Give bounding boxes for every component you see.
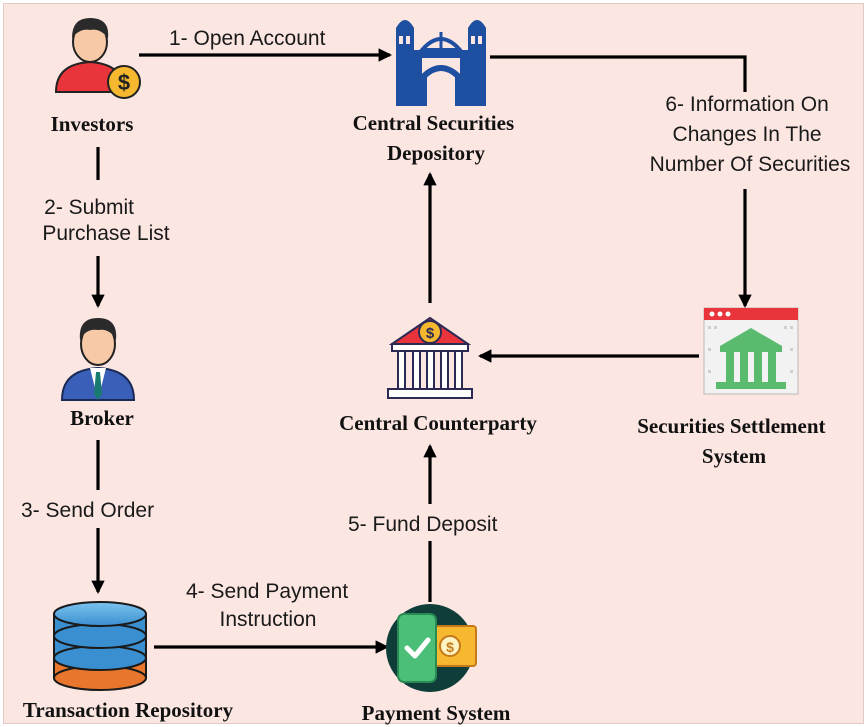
- label-fund-deposit: 5- Fund Deposit: [348, 513, 498, 536]
- node-ccp-title: Central Counterparty: [339, 411, 537, 435]
- label-send-payment: 4- Send Payment Instruction: [186, 580, 354, 631]
- node-sss-title: Securities Settlement System: [637, 414, 831, 468]
- bank-dollar-icon: $: [387, 316, 473, 399]
- node-payment-title: Payment System: [362, 701, 511, 725]
- edge-information-route: [490, 55, 747, 92]
- investor-person-dollar-icon: $: [54, 18, 141, 99]
- svg-text:$: $: [118, 70, 130, 95]
- flow-diagram: 1- Open Account 2- Submit Purchase List …: [21, 18, 851, 725]
- label-open-account: 1- Open Account: [169, 27, 326, 50]
- broker-person-icon: [60, 318, 136, 401]
- label-information: 6- Information On Changes In The Number …: [650, 93, 851, 176]
- node-investors-title: Investors: [51, 112, 134, 136]
- node-repository-title: Transaction Repository: [23, 698, 234, 722]
- label-send-order: 3- Send Order: [21, 499, 154, 522]
- depository-building-icon: [396, 20, 486, 106]
- database-stack-icon: [53, 601, 147, 691]
- settlement-browser-bank-icon: [703, 307, 799, 395]
- svg-text:$: $: [446, 639, 454, 655]
- node-csd-title: Central Securities Depository: [353, 111, 520, 165]
- svg-text:$: $: [426, 325, 435, 342]
- phone-payment-icon: $: [386, 604, 477, 692]
- node-broker-title: Broker: [70, 406, 134, 430]
- diagram-canvas: 1- Open Account 2- Submit Purchase List …: [3, 3, 864, 725]
- label-submit-purchase: 2- Submit Purchase List: [42, 196, 169, 245]
